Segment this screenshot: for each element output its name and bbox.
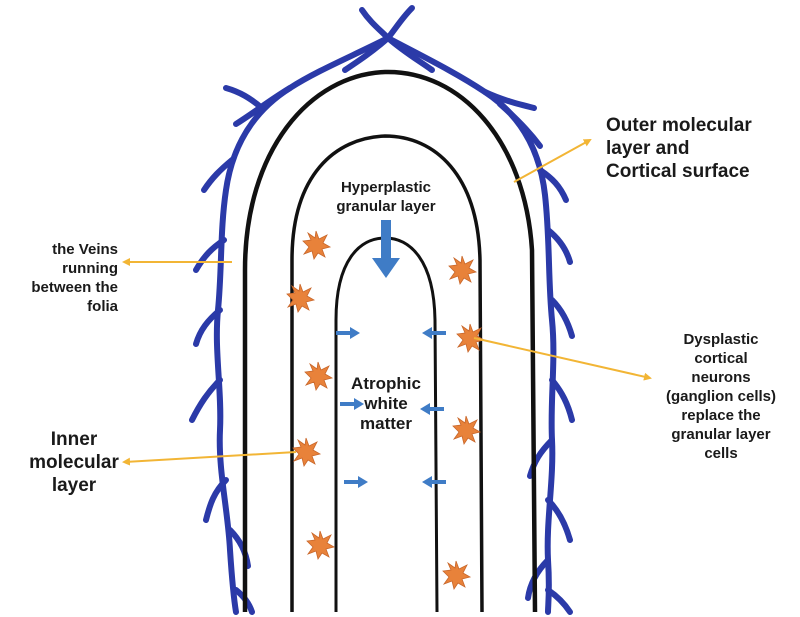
arrow-icon — [422, 327, 446, 339]
vein-branch-r7 — [527, 437, 555, 479]
vein-branch-l5 — [193, 307, 223, 347]
label-dysplastic-cortical-neurons: Dysplastic cortical neurons (ganglion ce… — [665, 331, 776, 462]
starburst-cell-icon — [452, 415, 481, 445]
vein-branch-r4 — [545, 227, 573, 265]
label-atrophic-white-matter: Atrophic white matter — [351, 374, 421, 433]
inward-arrows — [336, 327, 446, 488]
label-hyperplastic-granular-layer: Hyperplastic granular layer — [336, 179, 436, 215]
vein-branch-l2 — [223, 85, 265, 111]
vein-branch-l3 — [201, 157, 235, 193]
arrow-icon — [420, 403, 444, 415]
arrow-icon — [344, 476, 368, 488]
starburst-cell-icon — [448, 255, 477, 285]
starburst-cell-icon — [442, 560, 471, 590]
cortical-surface-outline — [242, 69, 538, 613]
vein-top-branch-left — [342, 35, 391, 73]
vein-branch-r5 — [549, 297, 575, 339]
vein-top-branch-right — [385, 35, 435, 73]
veins — [189, 5, 575, 615]
vein-branch-r10 — [545, 587, 573, 615]
starburst-cell-icon — [306, 530, 335, 560]
vein-branch-l4 — [193, 237, 227, 273]
vein-branch-l6 — [189, 377, 223, 423]
starburst-cell-icon — [292, 437, 321, 467]
vein-branch-l8 — [227, 527, 251, 569]
arrow-icon — [422, 476, 446, 488]
label-outer-molecular-layer: Outer molecular layer and Cortical surfa… — [606, 115, 752, 182]
vein-branch-r8 — [545, 497, 573, 543]
leader-outer-molecular — [513, 139, 592, 183]
label-inner-molecular-layer: Inner molecular layer — [29, 429, 119, 496]
arrow-icon — [336, 327, 360, 339]
leader-inner-molecular — [122, 451, 297, 466]
vein-branch-r9 — [525, 557, 551, 601]
leader-lines — [122, 139, 652, 466]
vein-branch-l7 — [203, 477, 229, 523]
vein-branch-r1 — [482, 89, 537, 111]
arrow-icon — [340, 398, 364, 410]
starburst-cell-icon — [304, 361, 333, 391]
vein-branch-r3 — [537, 167, 569, 203]
vein-branch-r2 — [497, 101, 543, 149]
vein-left-main — [213, 35, 391, 615]
starburst-cell-icon — [302, 230, 331, 260]
label-veins: the Veins running between the folia — [31, 241, 118, 315]
granular-layer-outline — [290, 134, 484, 613]
vein-top-stem — [359, 5, 415, 41]
leader-dysplastic — [473, 337, 652, 381]
vein-branch-r6 — [549, 377, 575, 423]
hyperplastic-arrow-icon — [372, 220, 400, 278]
